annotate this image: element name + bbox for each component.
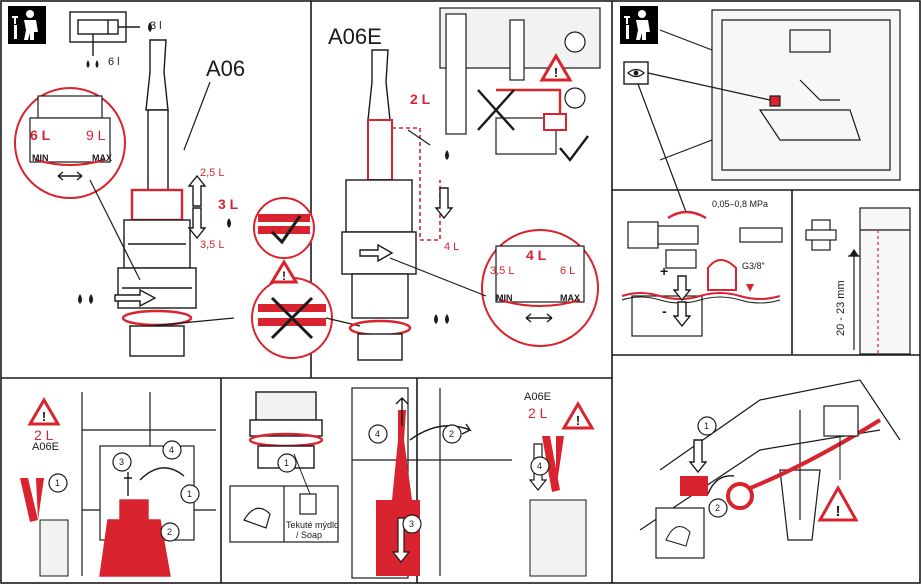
volume-upper: 2,5 L: [200, 167, 225, 179]
model-a06-label: A06: [206, 56, 246, 81]
leader-lines: [89, 81, 211, 281]
height-label: 20 - 23 mm: [835, 280, 847, 336]
dial-a06e-min: MIN: [496, 293, 513, 303]
step-c-n2: 2: [449, 429, 455, 439]
cistern-detail: [439, 7, 601, 155]
arrow-icon: [672, 275, 692, 328]
inlet-valve-detail: [627, 210, 783, 337]
small-clip-part: [20, 478, 69, 577]
cross-icon: [477, 89, 515, 131]
soap-box: [229, 485, 339, 543]
volume-a06e-top: 2 L: [410, 91, 431, 107]
wall-frame-detail: [659, 9, 901, 181]
dial-callout-a06e: [481, 229, 599, 347]
flush-small-label: 3 l: [150, 20, 162, 32]
svg-text:!: !: [42, 409, 46, 424]
flush-button-plate: [69, 11, 140, 56]
check-icon: [559, 135, 589, 162]
dial-a06-max: MAX: [92, 153, 112, 163]
dial-callout-a06: [14, 87, 126, 199]
warning-triangle-icon: !: [817, 484, 859, 522]
soap-en-label: / Soap: [296, 530, 323, 540]
step-a-valve: [99, 472, 171, 577]
volume-a06e-side: 4 L: [444, 241, 460, 253]
cross-callout: [251, 277, 333, 359]
svg-text:!: !: [554, 65, 558, 80]
thread-label: G3/8": [742, 261, 765, 271]
step-circles: [48, 416, 728, 542]
pressure-label: 0,05–0,8 MPa: [712, 199, 769, 209]
volume-main: 3 L: [218, 196, 239, 212]
step-c-model: A06E: [524, 391, 551, 403]
step-c-n4b: 4: [537, 461, 543, 471]
step-a-n4: 4: [169, 445, 175, 455]
plus-label: +: [660, 263, 669, 279]
step-a-n1: 1: [55, 478, 61, 488]
valve-a06: [117, 39, 197, 357]
water-level-line: [621, 292, 781, 300]
warning-triangle-icon: !: [269, 259, 299, 284]
step-a-n3: 3: [119, 457, 125, 467]
float-dashed: [392, 127, 441, 241]
svg-text:!: !: [282, 269, 286, 283]
water-drop-icon: [434, 150, 449, 324]
step-c-n3: 3: [409, 519, 415, 529]
step-c-n4: 4: [375, 429, 381, 439]
model-a06e-label: A06E: [328, 24, 382, 49]
arrow-icon: [688, 439, 708, 474]
svg-text:!: !: [836, 503, 841, 520]
dial-a06e-center: 4 L: [526, 247, 547, 263]
installer-person-icon: [8, 6, 46, 44]
dial-a06e-left: 3,5 L: [490, 265, 515, 277]
level-marker-icon: [746, 284, 754, 292]
arrow-icon: [114, 174, 207, 308]
step-a-model: A06E: [32, 441, 59, 453]
step-d-n1: 1: [704, 421, 710, 431]
volume-lower: 3,5 L: [200, 239, 225, 251]
step-c-clip: [529, 436, 587, 577]
dial-a06-right: 9 L: [86, 127, 106, 143]
minus-label: -: [662, 303, 667, 319]
step-c-valve: [376, 397, 420, 576]
height-gauge-detail: [805, 207, 911, 355]
soap-label: Tekuté mýdlo: [286, 520, 340, 530]
eye-icon: [623, 61, 649, 85]
step-d-n2: 2: [715, 503, 721, 513]
step-b-n1: 1: [284, 458, 290, 468]
flush-large-label: 6 l: [108, 56, 120, 68]
dial-a06e-right: 6 L: [560, 265, 576, 277]
valve-a06e: [341, 49, 417, 361]
rotate-arrow-icon: [409, 423, 472, 441]
dial-a06e-max: MAX: [560, 293, 580, 303]
step-a-volume: 2 L: [34, 427, 54, 443]
arrow-icon: [359, 187, 454, 263]
installer-person-icon: [620, 6, 658, 44]
dial-a06-left: 6 L: [30, 127, 51, 143]
warning-triangle-icon: !: [27, 397, 61, 426]
dial-a06-min: MIN: [32, 153, 49, 163]
step-c-volume: 2 L: [528, 405, 548, 421]
step-a-n1b: 1: [187, 489, 193, 499]
check-callout: [253, 197, 315, 259]
water-drop-icon: [78, 22, 231, 304]
rotate-arrow-icon: [139, 467, 185, 481]
svg-text:!: !: [576, 413, 580, 428]
warning-triangle-icon: !: [561, 401, 595, 430]
warning-triangle-icon: !: [539, 53, 573, 82]
step-a-n2: 2: [167, 527, 173, 537]
step-b-valve-base: [248, 391, 324, 469]
